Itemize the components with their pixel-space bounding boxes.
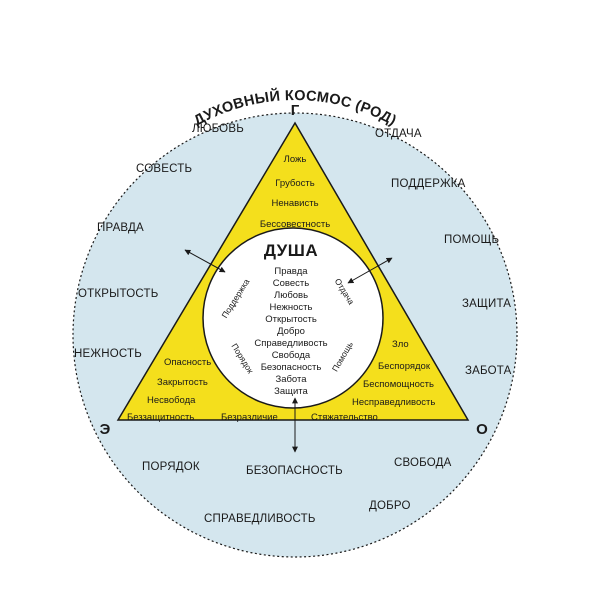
soul-value: Нежность [270,302,313,313]
triangle-word: Беспомощность [363,379,434,390]
soul-value: Правда [274,266,308,277]
soul-value: Защита [274,386,308,397]
triangle-word: Грубость [275,178,314,189]
outer-word: ОТКРЫТОСТЬ [78,288,158,300]
triangle-word: Опасность [164,357,211,368]
triangle-word: Стяжательство [311,412,378,423]
outer-word: ПРАВДА [97,222,144,234]
outer-word: ОТДАЧА [375,128,422,140]
triangle-word: Ложь [284,154,307,165]
outer-word: СОВЕСТЬ [136,163,192,175]
outer-bottom-words: ПОРЯДОК БЕЗОПАСНОСТЬ СВОБОДА ДОБРО СПРАВ… [142,457,452,525]
triangle-word: Ненависть [271,198,318,209]
outer-word: БЕЗОПАСНОСТЬ [246,465,343,477]
soul-value: Открытость [265,314,317,325]
outer-word: ЗАЩИТА [462,298,511,310]
soul-values: Правда Совесть Любовь Нежность Открытост… [254,266,327,397]
outer-word: ПОРЯДОК [142,461,200,473]
outer-right-words: ОТДАЧА ПОДДЕРЖКА ПОМОЩЬ ЗАЩИТА ЗАБОТА [375,128,512,377]
soul-value: Свобода [272,350,311,361]
triangle-top-words: Ложь Грубость Ненависть Бессовестность [260,154,330,230]
triangle-word: Беззащитность [127,412,194,423]
outer-word: ДОБРО [369,500,411,512]
outer-word: ПОМОЩЬ [444,234,499,246]
triangle-word: Несправедливость [352,397,435,408]
corner-top-label: Г [291,102,300,119]
corner-right-label: О [476,421,488,438]
triangle-word: Бессовестность [260,219,330,230]
triangle-word: Закрытость [157,377,208,388]
outer-word: ЛЮБОВЬ [192,123,244,135]
soul-value: Любовь [274,290,308,301]
soul-value: Добро [277,326,305,337]
soul-value: Безопасность [261,362,322,373]
outer-word: ПОДДЕРЖКА [391,178,466,190]
soul-value: Совесть [273,278,309,289]
outer-word: ЗАБОТА [465,365,512,377]
soul-value: Забота [275,374,307,385]
arrow-upper-left [184,249,226,273]
outer-word: СВОБОДА [394,457,452,469]
outer-left-words: ЛЮБОВЬ СОВЕСТЬ ПРАВДА ОТКРЫТОСТЬ НЕЖНОСТ… [74,123,244,360]
outer-word: СПРАВЕДЛИВОСТЬ [204,513,316,525]
triangle-right-words: Зло Беспорядок Беспомощность Несправедли… [352,339,435,408]
arrow-upper-right [347,257,393,284]
triangle-word: Зло [392,339,409,350]
triangle-word: Безразличие [221,412,278,423]
triangle-left-words: Опасность Закрытость Несвобода Беззащитн… [127,357,211,423]
triangle-word: Несвобода [147,395,196,406]
soul-title: ДУША [264,241,318,260]
outer-word: НЕЖНОСТЬ [74,348,142,360]
soul-value: Справедливость [254,338,327,349]
triangle-word: Беспорядок [378,361,431,372]
corner-left-label: Э [100,421,111,438]
